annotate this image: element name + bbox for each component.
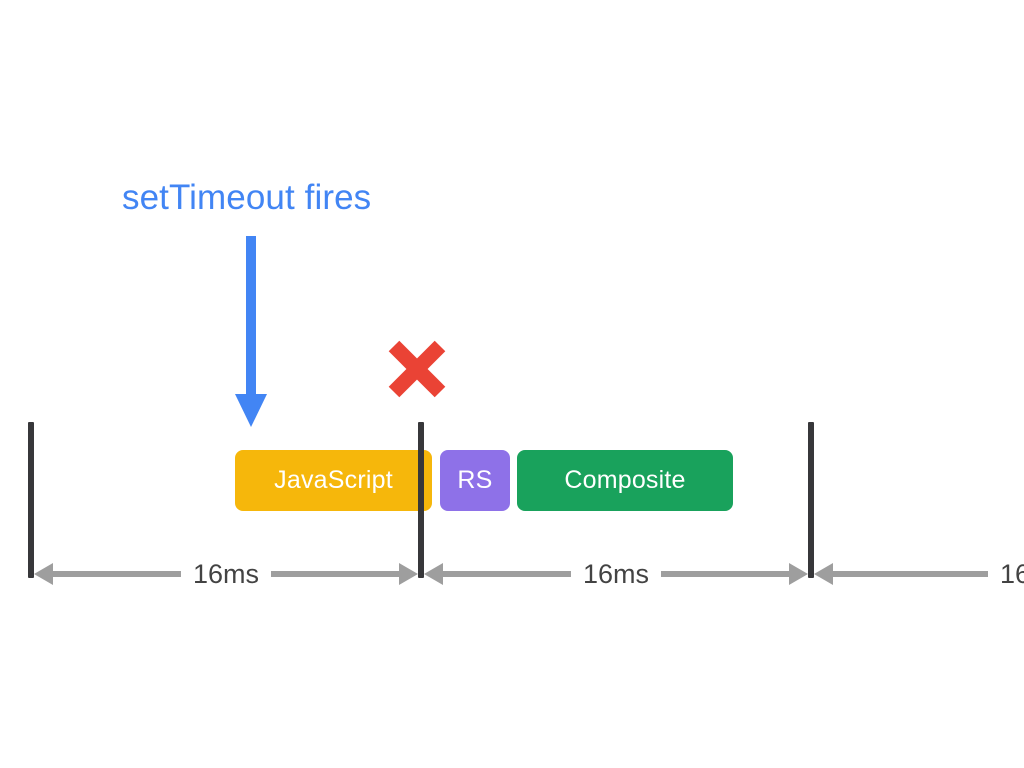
measurement-label-3: 16 <box>988 550 1024 598</box>
measurement-label-1: 16ms <box>180 550 272 598</box>
arrowhead-left-icon <box>814 563 833 585</box>
bar-recalc-style[interactable]: RS <box>440 450 510 511</box>
down-arrow-icon <box>232 236 270 428</box>
measurement-interval-2: 16ms <box>424 550 808 598</box>
measurement-label-2: 16ms <box>570 550 662 598</box>
frame-boundary-tick-2 <box>808 422 814 578</box>
measure-line <box>831 571 989 577</box>
measurement-interval-1: 16ms <box>34 550 418 598</box>
measurement-interval-3: 16 <box>814 550 1024 598</box>
red-x-icon <box>386 338 448 400</box>
arrowhead-right-icon <box>789 563 808 585</box>
frame-boundary-tick-1 <box>418 422 424 578</box>
bar-javascript[interactable]: JavaScript <box>235 450 432 511</box>
frame-boundary-tick-0 <box>28 422 34 578</box>
bar-composite[interactable]: Composite <box>517 450 733 511</box>
settimeout-annotation-label: setTimeout fires <box>122 178 372 217</box>
arrowhead-left-icon <box>34 563 53 585</box>
arrowhead-left-icon <box>424 563 443 585</box>
arrowhead-right-icon <box>399 563 418 585</box>
